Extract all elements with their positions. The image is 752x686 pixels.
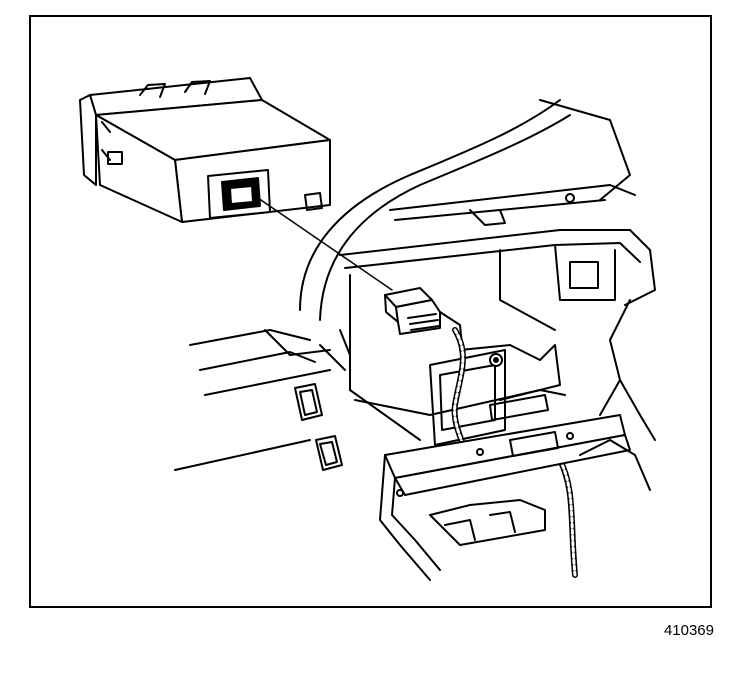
cross-car-beam (380, 300, 655, 580)
mounting-bracket (355, 345, 565, 445)
electronic-module (80, 78, 330, 222)
instrument-panel (300, 100, 655, 440)
figure-id-label: 410369 (663, 622, 714, 639)
harness-connector (385, 288, 462, 345)
dash-surface (175, 330, 342, 470)
leader-line (258, 198, 392, 290)
